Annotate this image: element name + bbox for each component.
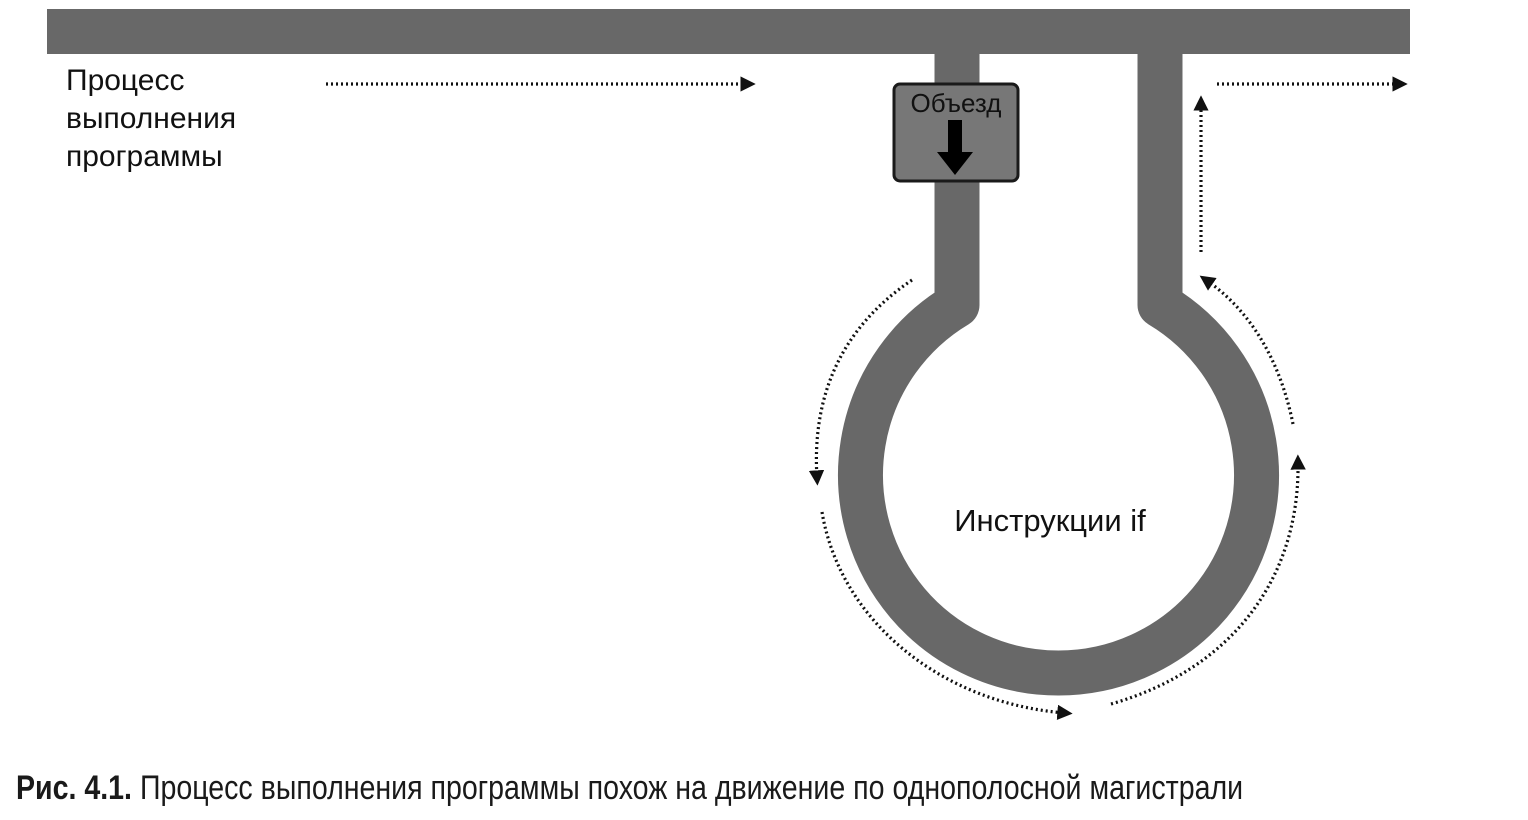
program-flow-label: Процесс выполнения программы (66, 64, 237, 173)
flow-arrow-along-bottom-left (820, 511, 1073, 721)
if-statements-label: Инструкции if (954, 503, 1146, 538)
main-highway (47, 9, 1410, 54)
highway-diagram (47, 9, 1410, 721)
detour-sign-label: Объезд (910, 88, 1002, 118)
flow-arrow-along-bottom-right (1110, 454, 1306, 706)
caption-number: Рис. 4.1. (16, 769, 132, 807)
flow-arrow-up-right-side (1199, 275, 1295, 425)
arrow-down-icon (937, 120, 973, 175)
caption-text: Процесс выполнения программы похож на дв… (139, 769, 1244, 807)
detour-loop-road (838, 54, 1279, 696)
detour-sign (892, 82, 1020, 183)
figure-caption: Рис. 4.1. Процесс выполнения программы п… (16, 766, 1276, 810)
